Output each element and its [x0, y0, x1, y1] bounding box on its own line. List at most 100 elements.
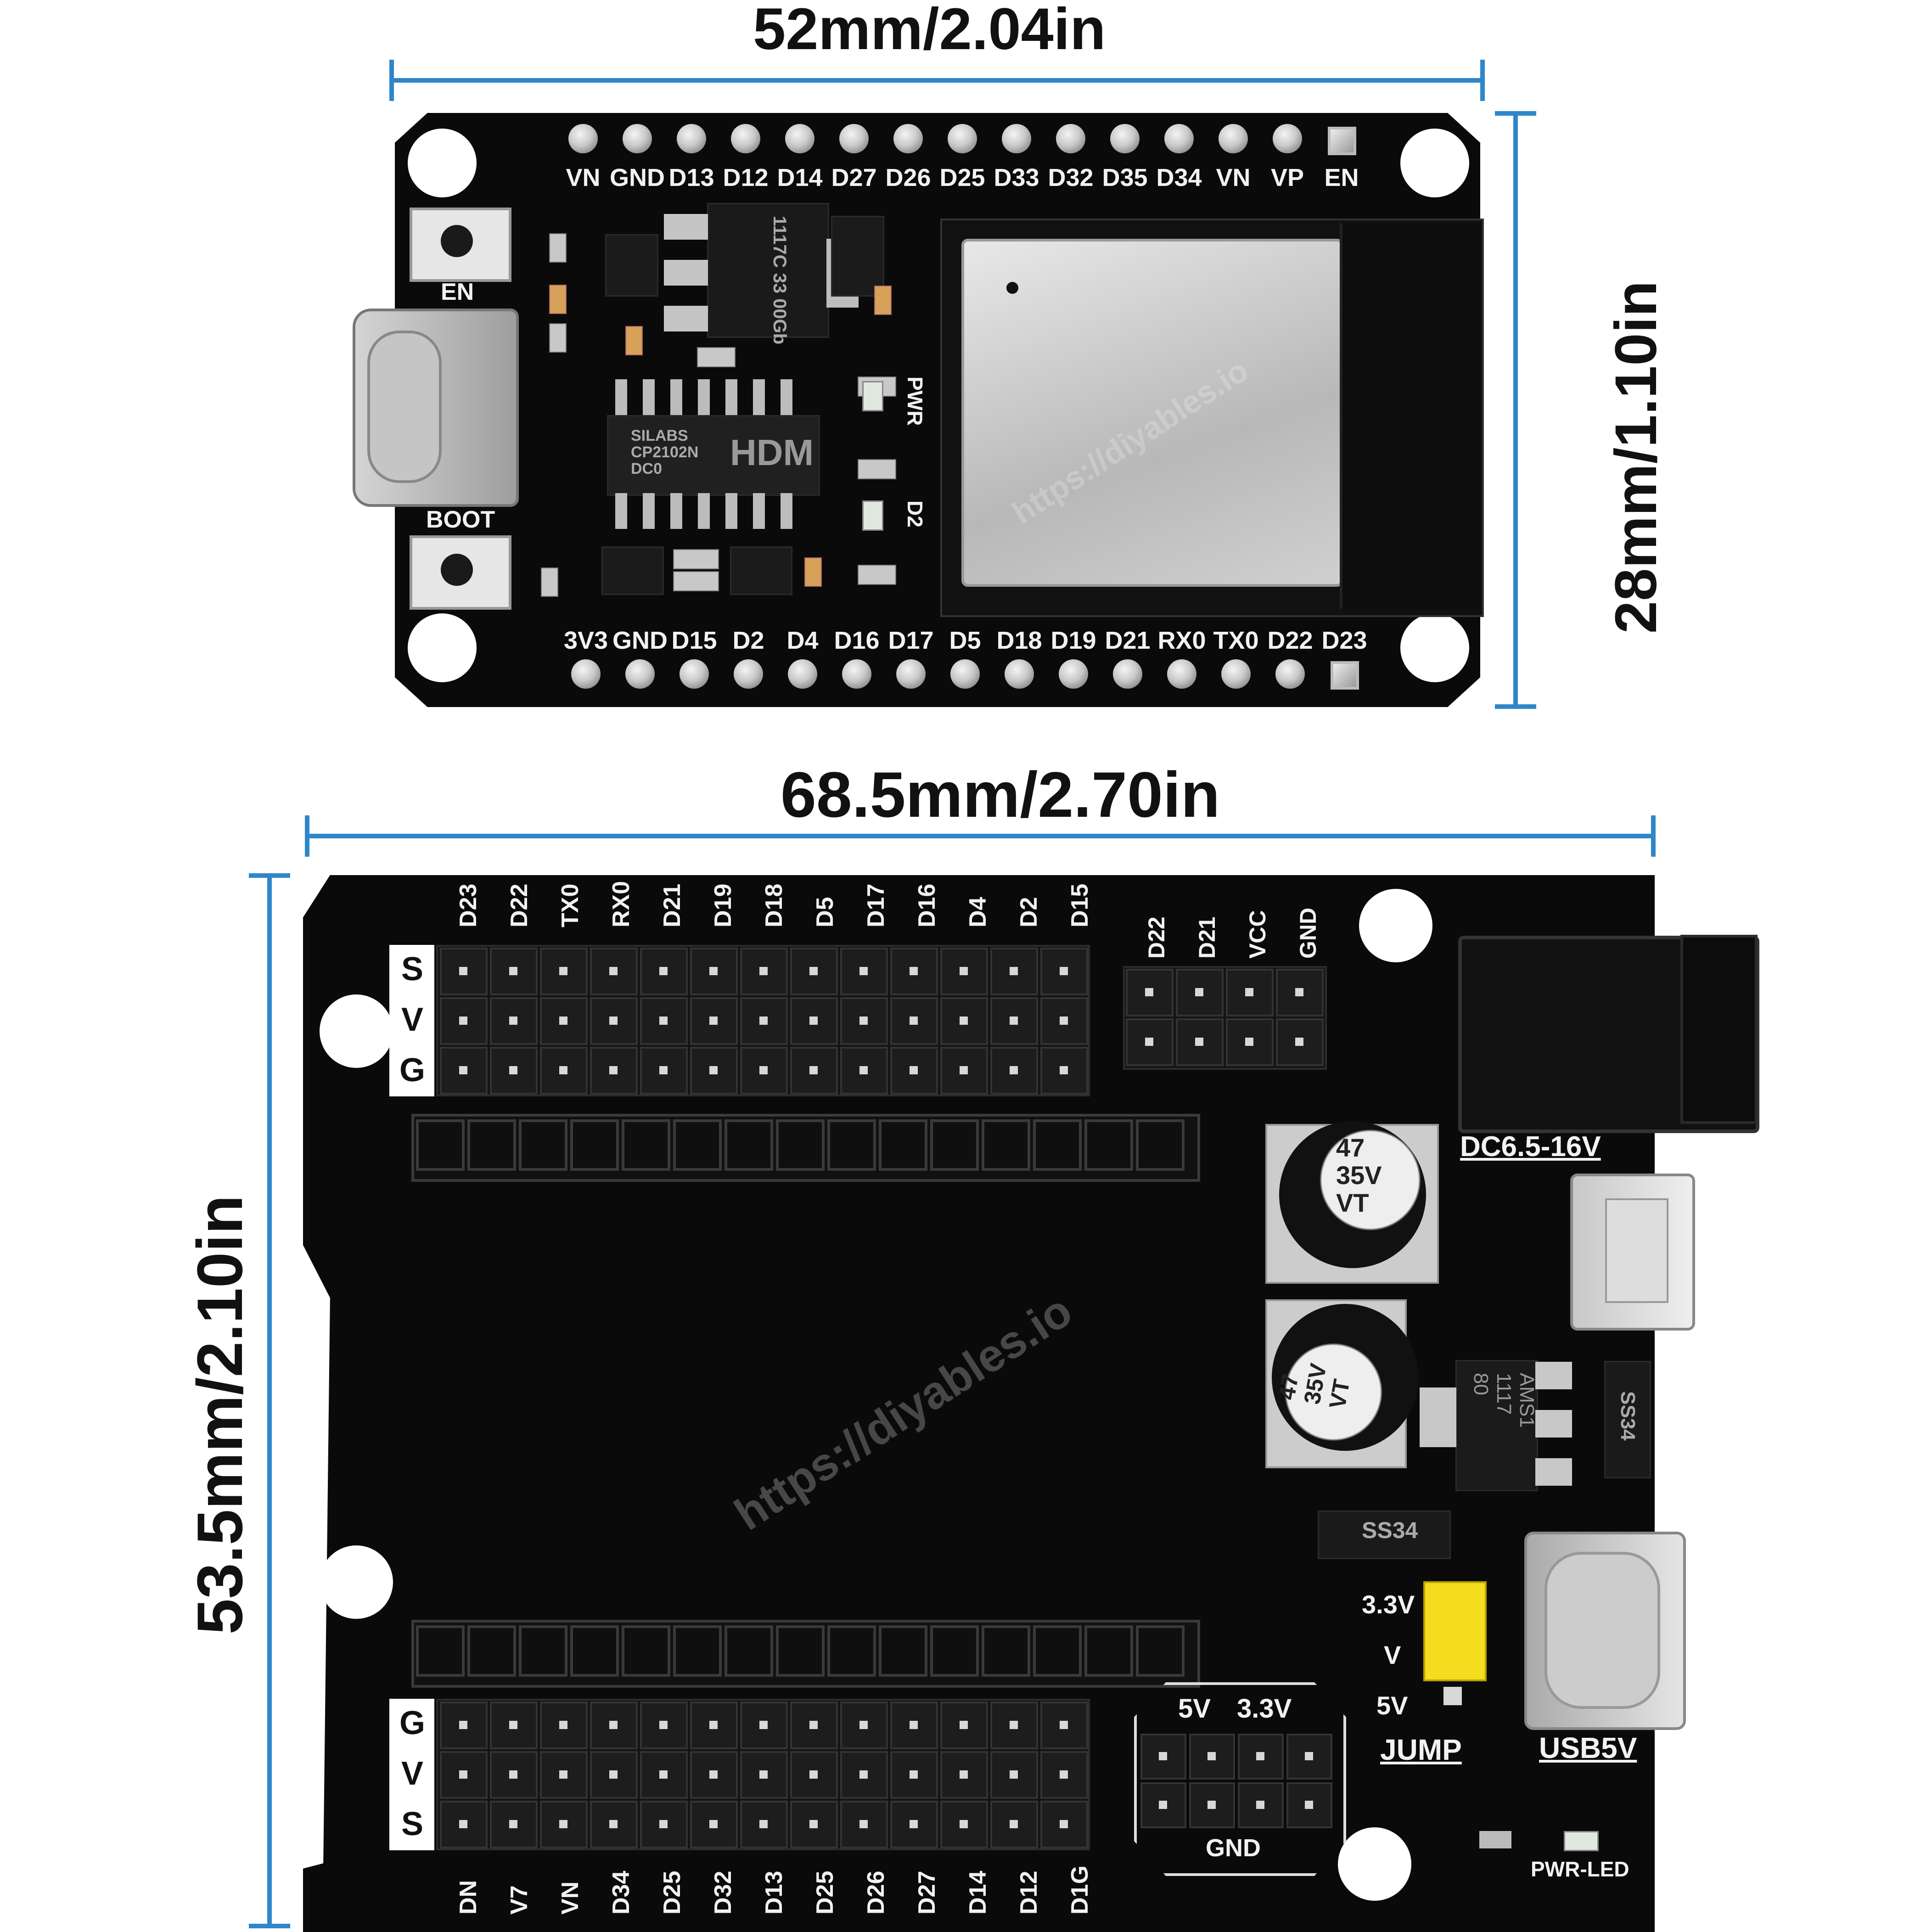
voltage-jumper[interactable] — [1423, 1581, 1487, 1681]
socket-hole — [1136, 1119, 1185, 1171]
header-pin-label: D4 — [965, 897, 991, 927]
esp32-pin — [1273, 124, 1302, 153]
smd-resistor — [1479, 1831, 1511, 1848]
header-pin — [1060, 967, 1068, 975]
header-pin-socket — [890, 948, 938, 995]
esp32-pin-label: EN — [1324, 164, 1359, 191]
esp32-pin — [625, 659, 655, 689]
header-pin — [859, 1770, 868, 1779]
esp32-pin-label: D33 — [994, 164, 1039, 191]
esp32-pin — [1221, 659, 1251, 689]
socket-hole — [776, 1625, 825, 1677]
mount-hole — [320, 994, 393, 1068]
header-pin-socket — [940, 1047, 988, 1095]
header-pin-socket — [890, 1751, 938, 1799]
esp32-pin — [568, 124, 598, 153]
header-pin — [859, 967, 868, 975]
header-pin — [459, 1721, 467, 1729]
socket-hole — [724, 1625, 773, 1677]
header-pin — [1305, 1801, 1313, 1809]
header-pin-socket — [740, 997, 788, 1045]
header-pin — [1195, 988, 1203, 996]
header-pin-socket — [1040, 1047, 1088, 1095]
pwr-led-label-bottom: PWR-LED — [1531, 1857, 1629, 1881]
header-pin-label: D17 — [863, 883, 889, 927]
esp32-pin — [1219, 124, 1248, 153]
bottom-height-label: 53.5mm/2.10in — [184, 1195, 256, 1634]
header-pin-label: VN — [557, 1881, 584, 1915]
en-button-cap — [441, 225, 473, 257]
header-pin — [459, 1066, 467, 1074]
ams1117-pins — [1535, 1362, 1572, 1486]
esp32-pin — [680, 659, 709, 689]
header-pin — [759, 1066, 768, 1074]
esp32-pin-label: 3V3 — [563, 627, 608, 654]
header-pin — [759, 1017, 768, 1025]
regulator-marking: 1117C 33 00Gb — [769, 216, 790, 345]
header-pin — [559, 1770, 567, 1779]
header-pin — [910, 1770, 918, 1779]
header-pin-label: D26 — [863, 1870, 889, 1915]
header-pin-label: TX0 — [557, 883, 584, 927]
header-pin-socket — [590, 1702, 638, 1749]
header-pin-label: D16 — [914, 883, 940, 927]
header-pin — [1295, 1038, 1303, 1046]
header-pin — [1010, 1721, 1018, 1729]
marking-line: 80 — [1470, 1373, 1492, 1395]
ss34-diode — [1604, 1361, 1651, 1478]
header-pin-socket — [990, 948, 1038, 995]
esp32-pin — [842, 659, 871, 689]
header-pin-label: D12 — [1016, 1870, 1042, 1915]
electrolytic-capacitor-top — [1272, 1304, 1419, 1451]
socket-hole — [879, 1625, 927, 1677]
header-pin — [859, 1066, 868, 1074]
header-pin-socket — [590, 948, 638, 995]
esp32-pin-label: D25 — [939, 164, 985, 191]
dc-jack-body — [1680, 935, 1758, 1124]
header-pin — [960, 1820, 968, 1828]
row-label: V — [401, 1001, 424, 1038]
smd-resistor — [858, 459, 896, 479]
mount-hole — [1400, 129, 1469, 197]
header-pin — [910, 1066, 918, 1074]
header-pin — [1195, 1038, 1203, 1046]
esp32-pin — [677, 124, 706, 153]
ss34-diode — [1318, 1511, 1451, 1559]
esp32-pin-label: D18 — [996, 627, 1042, 654]
esp32-pin — [1056, 124, 1085, 153]
bottom-width-cap-right — [1651, 815, 1656, 857]
bottom-width-label: 68.5mm/2.70in — [781, 758, 1220, 831]
header-pin-label: D1G — [1067, 1865, 1093, 1915]
socket-hole — [570, 1119, 619, 1171]
i2c-pin-label: VCC — [1245, 910, 1270, 959]
header-pin — [1010, 1820, 1018, 1828]
header-pin — [1245, 1038, 1253, 1046]
smd-resistor — [858, 565, 896, 585]
header-pin-label: D25 — [812, 1870, 838, 1915]
header-pin — [609, 967, 618, 975]
regulator — [707, 203, 829, 338]
esp32-pin-label: VN — [566, 164, 601, 191]
top-width-label: 52mm/2.04in — [753, 0, 1106, 62]
header-pin-socket — [690, 1751, 738, 1799]
socket-hole — [776, 1119, 825, 1171]
header-pin — [759, 1721, 768, 1729]
power-5v-label: 5V — [1178, 1694, 1211, 1724]
smd-resistor — [697, 347, 736, 367]
esp32-pin-label: GND — [612, 627, 668, 654]
header-pin — [459, 967, 467, 975]
header-pin — [910, 1017, 918, 1025]
top-width-cap-left — [389, 60, 394, 101]
en-button[interactable] — [410, 208, 511, 282]
esp32-pin — [1164, 124, 1194, 153]
socket-hole — [673, 1625, 722, 1677]
header-pin — [509, 1017, 517, 1025]
electrolytic-capacitor-top — [1279, 1121, 1426, 1268]
esp32-pin-label: D21 — [1105, 627, 1151, 654]
power-gnd-label: GND — [1206, 1834, 1261, 1862]
header-pin — [709, 967, 718, 975]
esp32-pin — [893, 124, 923, 153]
header-pin-label: D18 — [761, 883, 787, 927]
smd-resistor — [673, 549, 719, 569]
